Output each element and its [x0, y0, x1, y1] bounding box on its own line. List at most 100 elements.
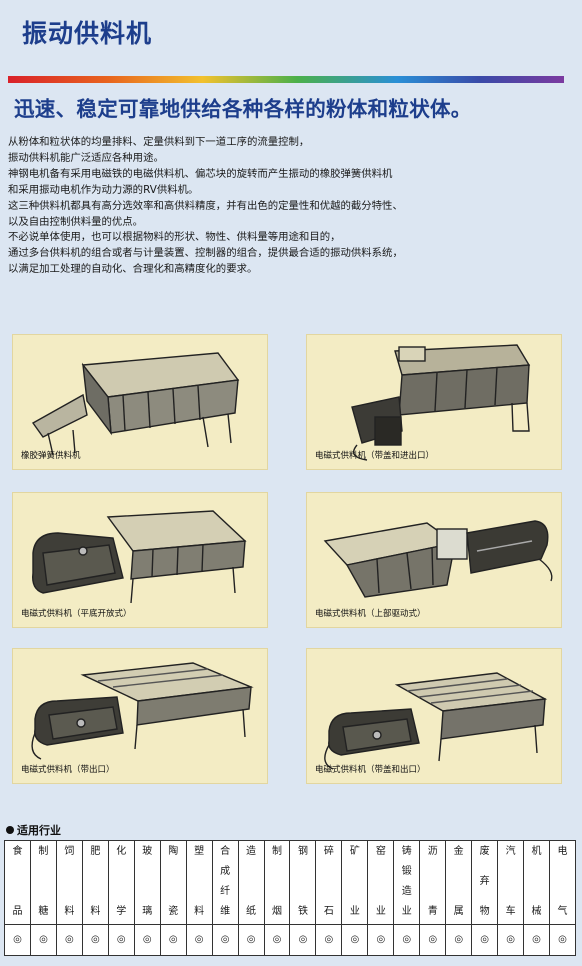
industry-name-char: 饲 [64, 846, 75, 857]
industry-name-char: 成 [220, 866, 231, 877]
industry-name-char: 瓷 [168, 906, 179, 917]
industry-mark: ◎ [367, 923, 395, 957]
industry-name-char: 铁 [297, 906, 308, 917]
industry-name-char: 造 [246, 846, 257, 857]
intro-line: 这三种供料机都具有高分选效率和高供料精度，并有出色的定量性和优越的截分特性、 [8, 199, 403, 212]
industry-name: 铸锻造业 [394, 841, 419, 918]
industry-mark: ◎ [341, 923, 369, 957]
page-subtitle: 迅速、稳定可靠地供给各种各样的粉体和粒状体。 [14, 97, 472, 121]
intro-line: 以及自由控制供料量的优点。 [8, 215, 144, 228]
industry-name-char: 塑 [194, 846, 205, 857]
product-card-outlet: 电磁式供料机（带出口） [12, 648, 268, 784]
industry-name-cell: 电气 [549, 840, 576, 925]
industry-name-cell: 沥青 [419, 840, 447, 925]
intro-line: 振动供料机能广泛适应各种用途。 [8, 151, 164, 164]
industry-name-char: 化 [116, 846, 127, 857]
industry-mark: ◎ [81, 923, 109, 957]
industry-mark: ◎ [445, 923, 473, 957]
product-card-covered-outlet: 电磁式供料机（带盖和出口） [306, 648, 562, 784]
industry-name: 食品 [5, 841, 30, 918]
product-card-rubber-spring: 橡胶弹簧供料机 [12, 334, 268, 470]
industry-name-char: 窑 [375, 846, 386, 857]
industry-mark: ◎ [237, 923, 265, 957]
intro-line: 从粉体和粒状体的均量排料、定量供料到下一道工序的流量控制， [8, 136, 310, 148]
industry-name-char: 车 [505, 906, 516, 917]
product-card-covered: 电磁式供料机（带盖和进出口） [306, 334, 562, 470]
industry-name-cell: 玻璃 [133, 840, 161, 925]
industry-name-char: 纤 [220, 886, 231, 897]
product-caption: 电磁式供料机（带盖和进出口） [315, 451, 435, 461]
intro-line: 通过多台供料机的组合或者与计量装置、控制器的组合，提供最合适的振动供料系统， [8, 247, 403, 260]
industry-name: 塑料 [187, 841, 212, 918]
outlet-feeder-drawing [31, 662, 254, 760]
intro-line: 不必说单体使用，也可以根据物料的形状、物性、供料量等用途和目的， [8, 231, 341, 244]
industry-name-char: 糖 [38, 906, 49, 917]
industry-name: 矿业 [342, 841, 367, 918]
industry-name-cell: 铸锻造业 [393, 840, 421, 925]
industry-name-cell: 制烟 [263, 840, 291, 925]
rainbow-divider [8, 76, 564, 83]
industry-name-cell: 汽车 [497, 840, 525, 925]
industry-name: 饲料 [57, 841, 82, 918]
industry-name: 玻璃 [135, 841, 160, 918]
industry-mark-row: ◎◎◎◎◎◎◎◎◎◎◎◎◎◎◎◎◎◎◎◎◎◎ [4, 923, 576, 957]
industry-mark: ◎ [211, 923, 239, 957]
industry-name: 碎石 [316, 841, 341, 918]
industry-name-char: 业 [349, 906, 360, 917]
industry-name-char: 沥 [427, 846, 438, 857]
industry-name-char: 纸 [246, 906, 257, 917]
industry-name-char: 锻 [401, 866, 412, 877]
industry-mark: ◎ [55, 923, 83, 957]
industry-name-char: 合 [220, 846, 231, 857]
industry-name-char: 业 [401, 906, 412, 917]
industry-mark: ◎ [159, 923, 187, 957]
industry-name-char: 料 [90, 906, 101, 917]
industry-name-cell: 机械 [523, 840, 551, 925]
industry-mark: ◎ [263, 923, 291, 957]
industry-mark: ◎ [107, 923, 135, 957]
industry-name-cell: 饲料 [55, 840, 83, 925]
industry-name-cell: 塑料 [185, 840, 213, 925]
industry-mark: ◎ [419, 923, 447, 957]
industry-name-char: 学 [116, 906, 127, 917]
industry-name-char: 气 [557, 906, 568, 917]
industry-name-cell: 矿业 [341, 840, 369, 925]
intro-paragraph: 从粉体和粒状体的均量排料、定量供料到下一道工序的流量控制， 振动供料机能广泛适应… [8, 135, 568, 278]
industry-mark: ◎ [549, 923, 576, 957]
industry-name-char: 青 [427, 906, 438, 917]
industry-name-char: 玻 [142, 846, 153, 857]
industry-name-char: 食 [12, 846, 23, 857]
industry-mark: ◎ [315, 923, 343, 957]
industry-mark: ◎ [289, 923, 317, 957]
industry-mark: ◎ [29, 923, 57, 957]
product-caption: 电磁式供料机（带盖和出口） [315, 765, 426, 775]
industry-name: 金属 [446, 841, 471, 918]
industry-name: 化学 [109, 841, 134, 918]
industry-name-cell: 钢铁 [289, 840, 317, 925]
industry-name: 电气 [550, 841, 575, 918]
intro-line: 以满足加工处理的自动化、合理化和高精度化的要求。 [8, 263, 258, 276]
product-caption: 电磁式供料机（平底开放式） [21, 609, 132, 619]
industry-name-char: 钢 [297, 846, 308, 857]
industry-mark: ◎ [497, 923, 525, 957]
industry-name-char: 陶 [168, 846, 179, 857]
industry-name: 机械 [524, 841, 549, 918]
industry-name-char: 品 [12, 906, 23, 917]
industry-name: 钢铁 [290, 841, 315, 918]
industry-name-char: 料 [64, 906, 75, 917]
industry-name-char: 碎 [323, 846, 334, 857]
covered-feeder-drawing [351, 344, 531, 461]
industry-name-char: 属 [453, 906, 464, 917]
industry-name-cell: 肥料 [81, 840, 109, 925]
industry-name-cell: 窑业 [367, 840, 395, 925]
industry-name-char: 矿 [349, 846, 360, 857]
applications-table: 食品制糖饲料肥料化学玻璃陶瓷塑料合成纤维造纸制烟钢铁碎石矿业窑业铸锻造业沥青金属… [4, 840, 576, 957]
industry-name-char: 造 [401, 886, 412, 897]
industry-name-cell: 碎石 [315, 840, 343, 925]
industry-name-char: 电 [557, 846, 568, 857]
rubber-spring-feeder-drawing [31, 352, 240, 456]
industry-name-cell: 造纸 [237, 840, 265, 925]
industry-name: 窑业 [368, 841, 393, 918]
industry-name-char: 废 [479, 846, 490, 857]
industry-name: 肥料 [83, 841, 108, 918]
